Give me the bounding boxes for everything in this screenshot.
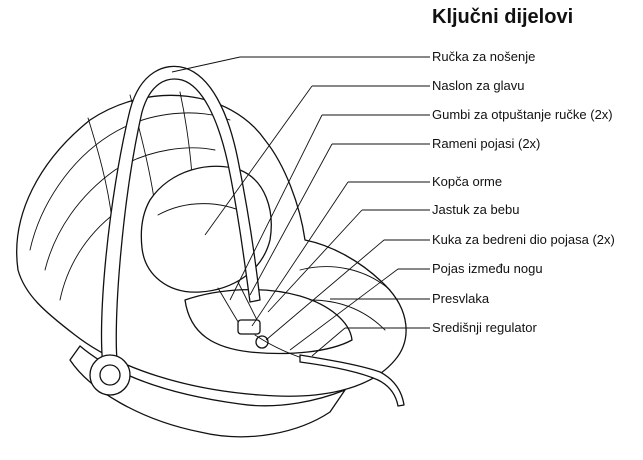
- carry-handle: [100, 65, 261, 373]
- harness-buckle: [237, 319, 261, 335]
- label-baby-cushion: Jastuk za bebu: [432, 202, 520, 217]
- label-handle-release-buttons: Gumbi za otpuštanje ručke (2x): [432, 107, 613, 122]
- label-lap-belt-hook: Kuka za bedreni dio pojasa (2x): [432, 232, 615, 247]
- label-crotch-strap: Pojas između nogu: [432, 261, 543, 276]
- label-central-adjuster: Središnji regulator: [432, 320, 537, 335]
- label-harness-buckle: Kopča orme: [432, 174, 503, 189]
- label-cover: Presvlaka: [432, 291, 490, 306]
- diagram-title: Ključni dijelovi: [432, 6, 574, 28]
- label-carry-handle: Ručka za nošenje: [432, 49, 536, 64]
- label-headrest: Naslon za glavu: [432, 78, 525, 93]
- seat-inner: [184, 288, 353, 355]
- label-shoulder-straps: Rameni pojasi (2x): [432, 136, 541, 151]
